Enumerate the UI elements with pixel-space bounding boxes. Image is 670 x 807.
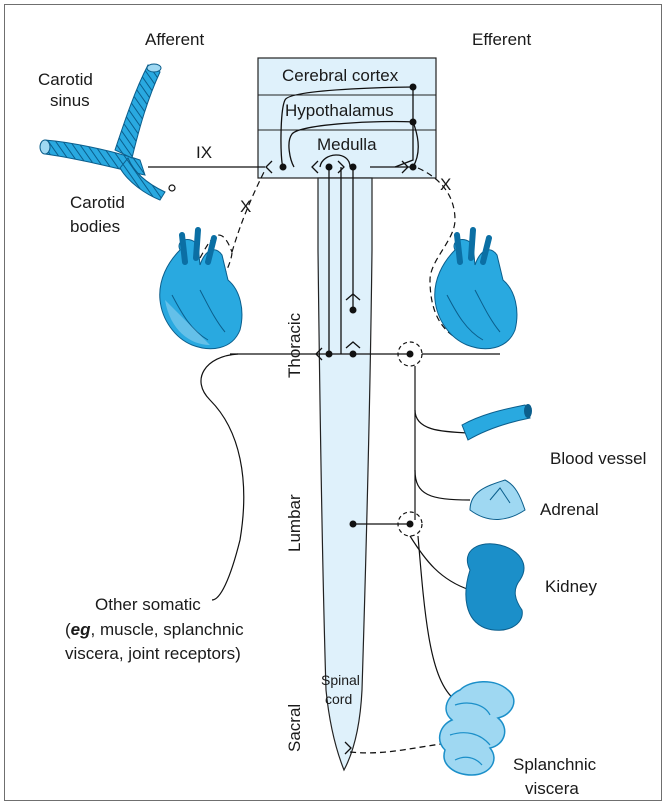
thoracic-label: Thoracic <box>285 312 304 378</box>
nerve-x-left-label: X <box>240 197 251 216</box>
lumbar-label: Lumbar <box>285 494 304 552</box>
heart-left-image <box>160 230 242 349</box>
other-somatic-label-1: Other somatic <box>95 595 201 614</box>
eg-italic: eg <box>71 620 91 639</box>
splanchnic-viscera-image <box>440 682 514 775</box>
adrenal-image <box>470 480 525 519</box>
sacral-label: Sacral <box>285 704 304 752</box>
splanchnic-label-2: viscera <box>525 779 579 798</box>
carotid-sinus-label-1: Carotid <box>38 70 93 89</box>
afferent-header: Afferent <box>145 30 205 49</box>
blood-vessel-label: Blood vessel <box>550 449 646 468</box>
blood-vessel-image <box>462 404 532 440</box>
other-somatic-label-3: viscera, joint receptors) <box>65 644 241 663</box>
nerve-x-right-label: X <box>440 175 451 194</box>
carotid-sinus-label-2: sinus <box>50 91 90 110</box>
heart-right-image <box>435 230 517 349</box>
other-somatic-line2-rest: , muscle, splanchnic <box>91 620 245 639</box>
other-somatic-label-2: (eg, muscle, splanchnic <box>65 620 244 639</box>
efferent-header: Efferent <box>472 30 532 49</box>
carotid-bodies-label-1: Carotid <box>70 193 125 212</box>
hypothalamus-label: Hypothalamus <box>285 101 394 120</box>
spinal-cord-label-2: cord <box>325 691 352 707</box>
splanchnic-label-1: Splanchnic <box>513 755 597 774</box>
medulla-label: Medulla <box>317 135 377 154</box>
spinal-cord-label-1: Spinal <box>321 672 360 688</box>
adrenal-label: Adrenal <box>540 500 599 519</box>
somatic-afferent-curve <box>201 354 244 600</box>
carotid-bodies-label-2: bodies <box>70 217 120 236</box>
kidney-label: Kidney <box>545 577 597 596</box>
kidney-image <box>466 544 524 631</box>
cerebral-cortex-label: Cerebral cortex <box>282 66 399 85</box>
nerve-ix-label: IX <box>196 143 212 162</box>
